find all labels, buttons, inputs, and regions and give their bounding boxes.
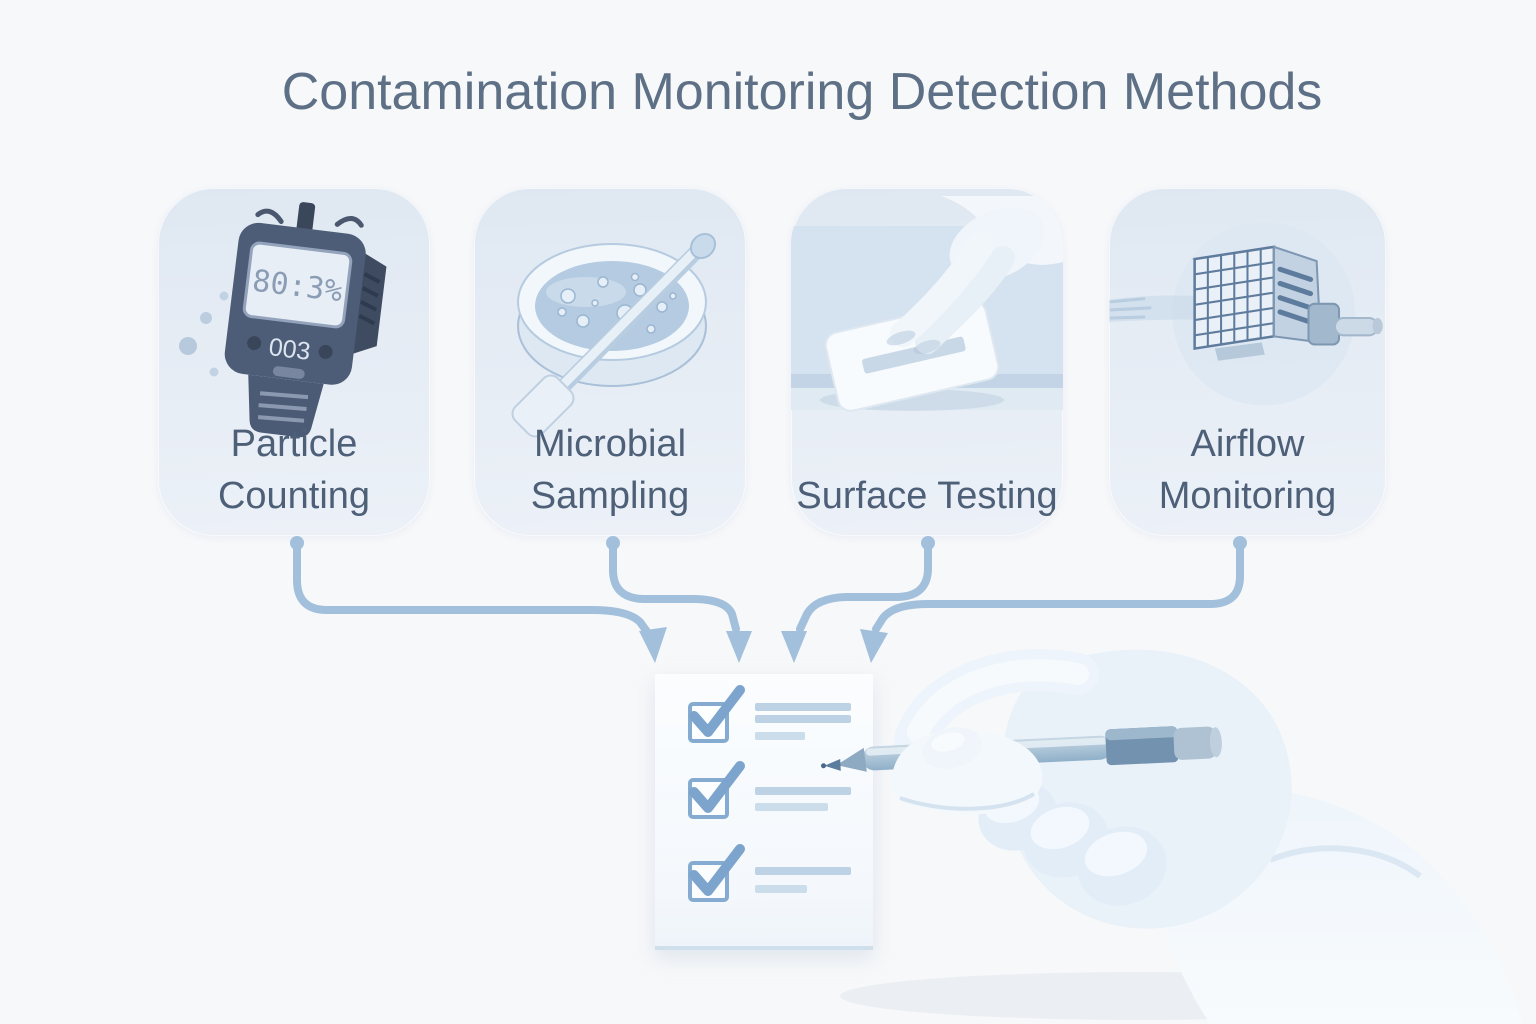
colonies xyxy=(557,272,677,339)
arrow-from-microbial-sampling xyxy=(609,542,740,633)
text-line xyxy=(755,867,851,875)
glove-cuff-fold xyxy=(1268,845,1422,879)
glove-hand xyxy=(886,196,1063,355)
particle-counter-icon: 80:3% 003 xyxy=(158,194,430,438)
arrow-from-airflow-monitoring xyxy=(872,542,1244,633)
glove-curled-fingers xyxy=(978,781,1167,906)
handheld-particle-counter: 80:3% 003 xyxy=(224,202,387,438)
checkmark-icon xyxy=(689,761,745,813)
checklist-paper xyxy=(655,674,873,950)
arrowhead-icon xyxy=(781,631,807,663)
air-filter-fan-unit-icon xyxy=(1109,194,1386,438)
method-card-microbial-sampling: Microbial Sampling xyxy=(474,188,746,536)
swab xyxy=(511,232,717,438)
glove-wrist xyxy=(1147,787,1522,1024)
checkmark-icon xyxy=(689,685,745,737)
method-card-particle-counting: 80:3% 003 Particle Counting xyxy=(158,188,430,536)
page-title: Contamination Monitoring Detection Metho… xyxy=(281,63,1323,121)
device-readout-value: 003 xyxy=(267,333,312,366)
arrowhead-icon xyxy=(726,631,752,663)
glove-index-fingertip xyxy=(922,727,982,769)
petri-dish-swab-icon xyxy=(474,194,746,438)
text-line xyxy=(755,715,851,723)
text-line xyxy=(755,885,807,893)
method-label: Particle Counting xyxy=(217,423,371,517)
method-label: Airflow Monitoring xyxy=(1158,423,1337,517)
gloved-hand-with-pen xyxy=(821,649,1522,1024)
method-label: Surface Testing xyxy=(796,475,1058,517)
method-card-surface-testing: Surface Testing xyxy=(791,188,1063,536)
method-label: Microbial Sampling xyxy=(530,423,690,517)
text-line xyxy=(755,787,851,795)
text-line xyxy=(755,732,805,740)
pen-icon xyxy=(821,726,1222,772)
text-line xyxy=(755,703,851,711)
gloved-hand-contact-plate-icon xyxy=(791,194,1063,438)
arrowhead-icon xyxy=(639,627,667,663)
airflow-lines xyxy=(1109,297,1152,320)
method-card-airflow-monitoring: Airflow Monitoring xyxy=(1109,188,1386,536)
glove-thumb xyxy=(891,729,1043,815)
arrow-from-surface-testing xyxy=(796,542,932,633)
glove-index-finger xyxy=(893,649,1099,785)
glove-hand-back xyxy=(1002,649,1292,929)
arrowhead-icon xyxy=(860,629,888,663)
arrow-from-particle-counting xyxy=(293,542,652,637)
fan-filter-unit xyxy=(1191,245,1383,361)
checkmark-icon xyxy=(689,844,745,896)
text-line xyxy=(755,803,828,811)
